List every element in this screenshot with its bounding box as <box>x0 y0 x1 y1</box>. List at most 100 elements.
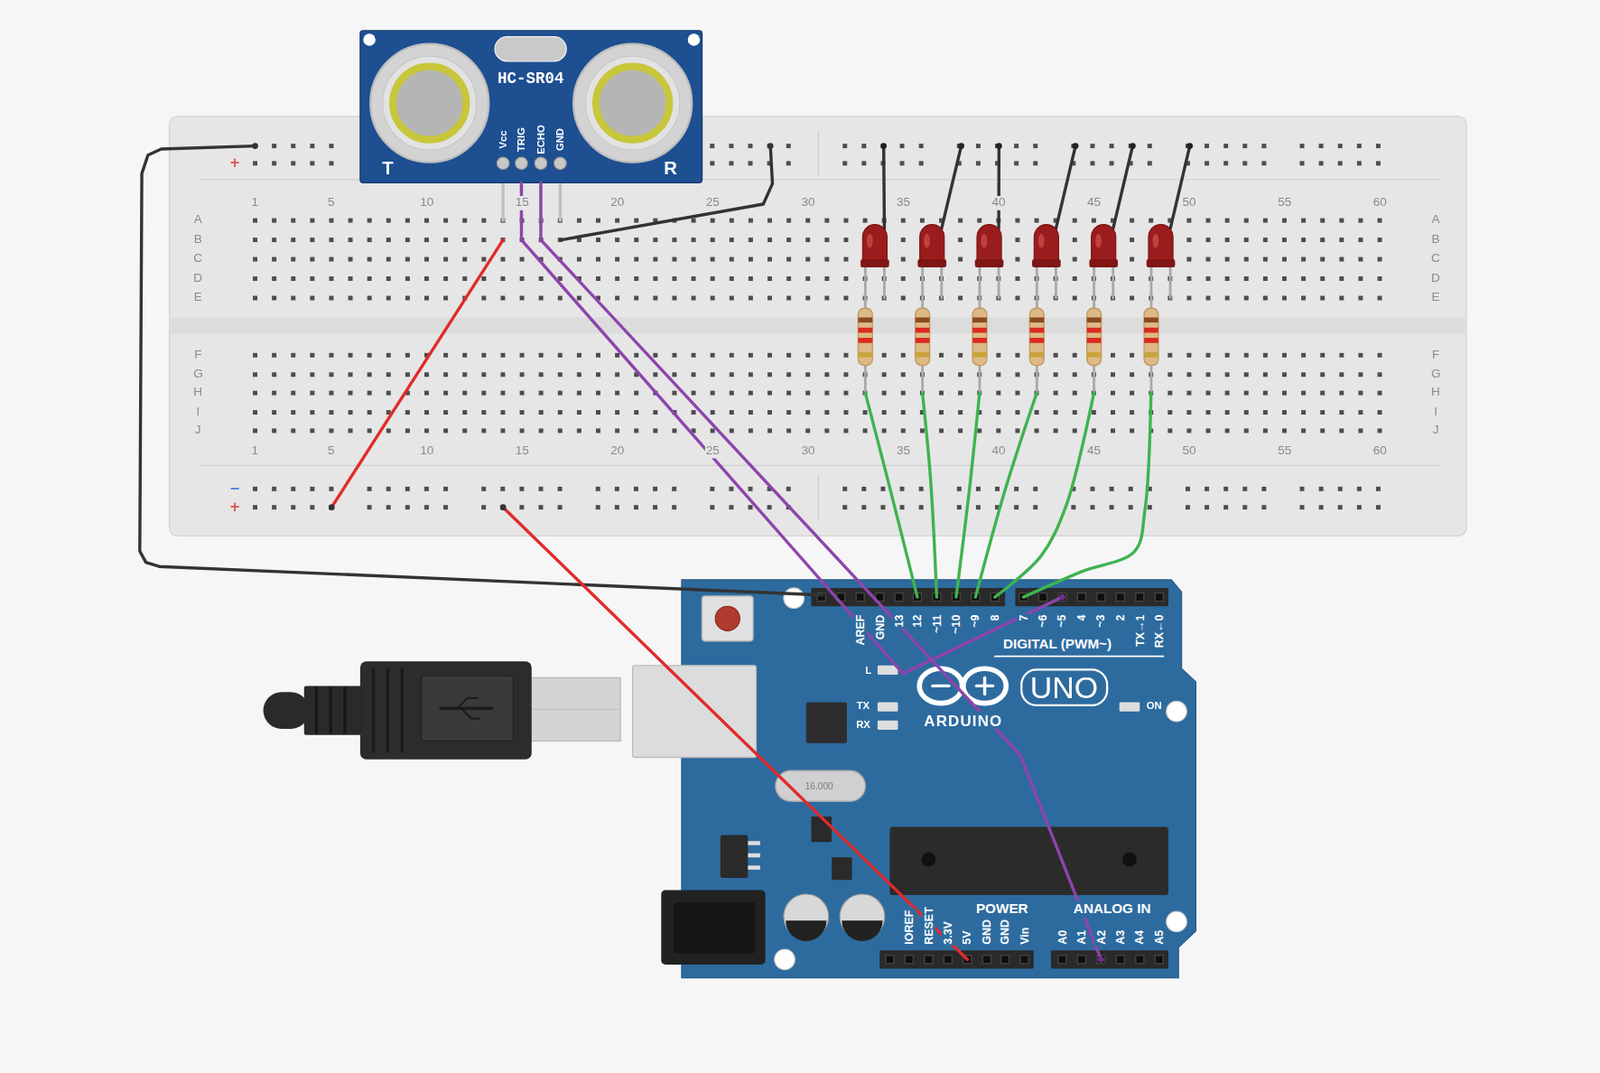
breadboard-hole <box>1225 372 1230 377</box>
resistor-band <box>972 337 987 344</box>
breadboard-hole <box>443 372 448 377</box>
breadboard-hole <box>500 409 505 415</box>
breadboard-hole <box>348 276 354 281</box>
breadboard-hole <box>271 486 277 492</box>
row-letter: C <box>1430 251 1442 267</box>
breadboard-hole <box>1204 486 1210 492</box>
chip-dot <box>920 852 936 867</box>
breadboard-hole <box>481 504 486 510</box>
breadboard-hole <box>1129 409 1135 415</box>
breadboard-hole <box>481 409 486 415</box>
header-socket <box>1038 593 1047 602</box>
breadboard-hole <box>786 372 791 377</box>
breadboard-hole <box>1032 143 1038 149</box>
breadboard-hole <box>1147 143 1153 149</box>
header-socket <box>943 955 952 964</box>
logo-plus <box>983 677 987 694</box>
transducer <box>370 44 489 163</box>
sensor-module: HC-SR04 <box>360 30 703 183</box>
led-highlight <box>923 233 931 249</box>
breadboard-hole <box>558 390 563 396</box>
breadboard-hole <box>424 409 429 415</box>
breadboard-hole <box>614 276 620 281</box>
breadboard-hole <box>309 296 315 301</box>
pin-label: GND <box>874 613 887 641</box>
breadboard-hole <box>576 296 582 301</box>
breadboard-hole <box>1129 276 1135 281</box>
breadboard-hole <box>1319 160 1324 166</box>
breadboard-hole <box>1186 427 1191 433</box>
header-socket <box>1077 955 1086 964</box>
breadboard-hole <box>1358 409 1363 415</box>
breadboard-hole <box>995 409 1001 415</box>
breadboard-hole <box>824 257 829 262</box>
pin-label: A4 <box>1133 928 1146 945</box>
breadboard-hole <box>995 486 1000 492</box>
breadboard-hole <box>1242 486 1247 492</box>
breadboard-hole <box>805 409 810 415</box>
breadboard-hole <box>671 390 677 396</box>
breadboard-hole <box>290 160 296 166</box>
breadboard-hole <box>271 276 277 281</box>
breadboard-hole <box>1320 427 1325 433</box>
breadboard-hole <box>901 353 906 358</box>
breadboard-hole <box>1301 390 1306 396</box>
breadboard-hole <box>842 160 847 166</box>
led-leg <box>997 263 1001 298</box>
breadboard-hole <box>1089 160 1095 166</box>
breadboard-hole <box>328 143 334 149</box>
breadboard-hole <box>1225 237 1230 242</box>
breadboard-groove <box>169 316 1467 334</box>
breadboard-hole <box>919 160 924 166</box>
breadboard-hole <box>1147 504 1153 510</box>
led-leg <box>978 263 982 298</box>
breadboard-hole <box>386 486 391 492</box>
breadboard-hole <box>824 427 829 433</box>
led-leg <box>1092 263 1096 298</box>
breadboard-hole <box>786 353 791 358</box>
breadboard-hole <box>271 237 277 242</box>
breadboard-hole <box>576 427 582 433</box>
breadboard-hole <box>1206 218 1211 224</box>
breadboard-hole <box>1185 486 1191 492</box>
breadboard-hole <box>843 296 848 301</box>
breadboard-hole <box>652 353 658 358</box>
breadboard-hole <box>271 353 277 358</box>
breadboard-hole <box>748 409 754 415</box>
breadboard-hole <box>424 427 429 433</box>
breadboard-hole <box>748 257 754 262</box>
logo-minus <box>932 684 949 688</box>
breadboard-hole <box>1089 486 1095 492</box>
breadboard-hole <box>1282 296 1287 301</box>
breadboard-hole <box>595 486 601 492</box>
breadboard-hole <box>1339 296 1344 301</box>
pin-label: GND <box>554 128 567 151</box>
resistor-body <box>1144 307 1159 365</box>
breadboard-hole <box>729 390 735 396</box>
breadboard-hole <box>824 353 829 358</box>
breadboard-hole <box>633 353 639 358</box>
row-letter: I <box>195 405 201 420</box>
module-name: HC-SR04 <box>497 70 565 89</box>
breadboard-hole <box>424 390 429 396</box>
breadboard-hole <box>1225 276 1230 281</box>
breadboard-hole <box>328 218 334 224</box>
breadboard-hole <box>1129 390 1135 396</box>
wires <box>139 142 1152 959</box>
breadboard-hole <box>767 409 773 415</box>
breadboard-hole <box>595 257 601 262</box>
breadboard-hole <box>1320 390 1325 396</box>
breadboard-hole <box>1358 353 1363 358</box>
breadboard-hole <box>1013 504 1019 510</box>
breadboard-hole <box>1110 390 1116 396</box>
breadboard-hole <box>614 486 620 492</box>
column-number: 45 <box>1086 444 1102 459</box>
breadboard-hole <box>520 427 525 433</box>
breadboard-hole <box>595 390 601 396</box>
breadboard-hole <box>595 218 601 224</box>
breadboard-hole <box>1091 218 1097 224</box>
pin-label: 13 <box>893 613 906 628</box>
breadboard-hole <box>863 409 868 415</box>
breadboard-hole <box>1167 409 1173 415</box>
pin-label: IOREF <box>902 908 916 945</box>
